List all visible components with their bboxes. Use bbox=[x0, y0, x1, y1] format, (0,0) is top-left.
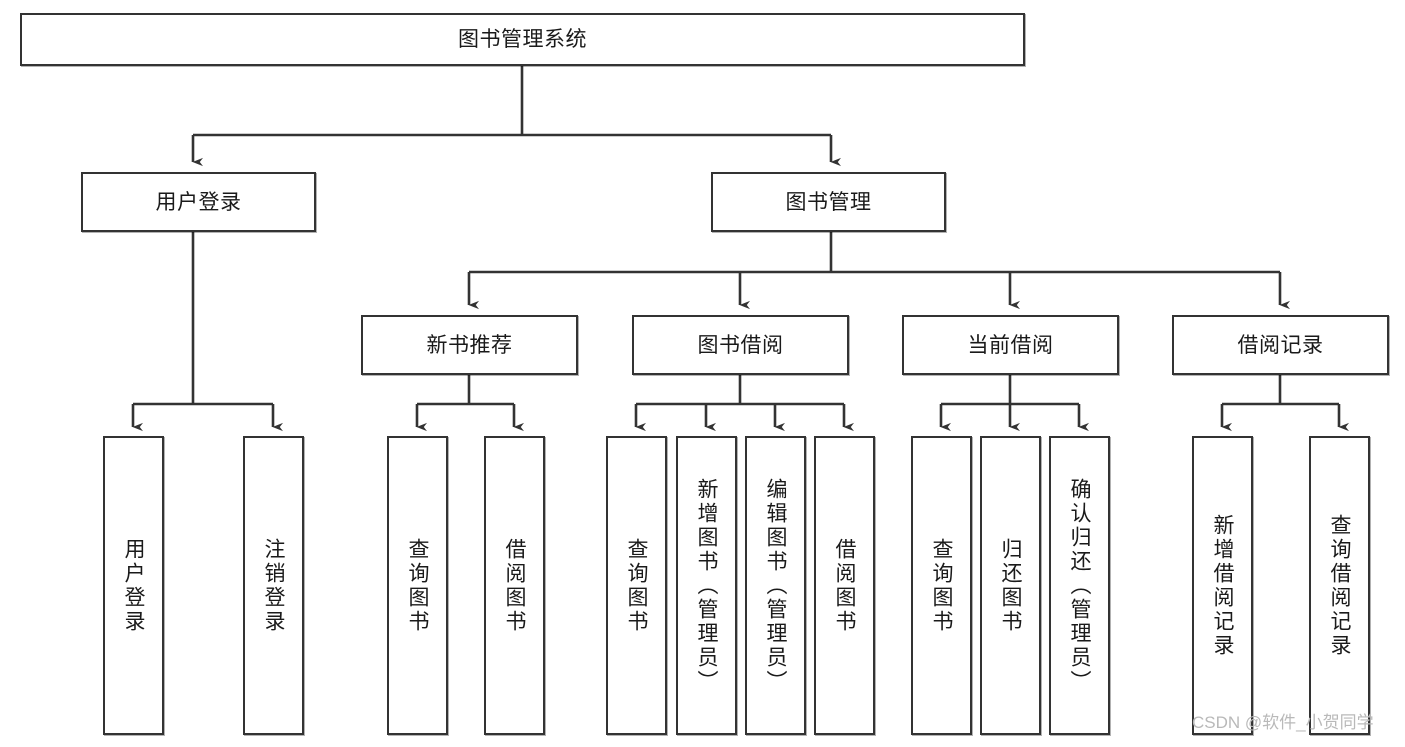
node-leaf-add-borrow-record[interactable]: 新增借阅记录 bbox=[1192, 436, 1253, 735]
node-new-book-recommend[interactable]: 新书推荐 bbox=[361, 315, 578, 375]
node-label: 图书管理系统 bbox=[458, 28, 587, 51]
node-leaf-query-book-recommend[interactable]: 查询图书 bbox=[387, 436, 448, 735]
node-label: 新书推荐 bbox=[426, 333, 513, 357]
node-label: 借阅图书 bbox=[503, 537, 526, 634]
node-label: 新增借阅记录 bbox=[1211, 513, 1234, 658]
node-leaf-confirm-return-admin[interactable]: 确认归还（管理员） bbox=[1049, 436, 1110, 735]
node-label: 图书借阅 bbox=[697, 333, 784, 357]
node-leaf-edit-book-admin[interactable]: 编辑图书（管理员） bbox=[745, 436, 806, 735]
node-label: 用户登录 bbox=[155, 190, 242, 214]
node-leaf-logout[interactable]: 注销登录 bbox=[243, 436, 304, 735]
node-label: 借阅图书 bbox=[833, 537, 856, 634]
node-leaf-query-borrow-record[interactable]: 查询借阅记录 bbox=[1309, 436, 1370, 735]
node-label: 当前借阅 bbox=[967, 333, 1054, 357]
node-user-login[interactable]: 用户登录 bbox=[81, 172, 316, 232]
node-label: 查询图书 bbox=[930, 537, 953, 634]
node-label: 查询图书 bbox=[406, 537, 429, 634]
node-label: 图书管理 bbox=[785, 190, 872, 214]
node-leaf-user-login[interactable]: 用户登录 bbox=[103, 436, 164, 735]
node-label: 编辑图书（管理员） bbox=[764, 477, 787, 694]
node-label: 查询图书 bbox=[625, 537, 648, 634]
node-label: 用户登录 bbox=[122, 537, 145, 634]
node-leaf-query-book-borrow[interactable]: 查询图书 bbox=[606, 436, 667, 735]
node-label: 查询借阅记录 bbox=[1328, 513, 1351, 658]
node-label: 归还图书 bbox=[999, 537, 1022, 634]
node-leaf-return-book[interactable]: 归还图书 bbox=[980, 436, 1041, 735]
node-label: 借阅记录 bbox=[1237, 333, 1324, 357]
node-label: 注销登录 bbox=[262, 537, 285, 634]
node-borrow-record[interactable]: 借阅记录 bbox=[1172, 315, 1389, 375]
node-label: 新增图书（管理员） bbox=[695, 477, 718, 694]
watermark-text: CSDN @软件_小贺同学 bbox=[1192, 713, 1374, 732]
node-book-management[interactable]: 图书管理 bbox=[711, 172, 946, 232]
node-leaf-borrow-book-recommend[interactable]: 借阅图书 bbox=[484, 436, 545, 735]
node-leaf-add-book-admin[interactable]: 新增图书（管理员） bbox=[676, 436, 737, 735]
node-current-borrow[interactable]: 当前借阅 bbox=[902, 315, 1119, 375]
node-label: 确认归还（管理员） bbox=[1068, 477, 1091, 694]
node-book-borrow[interactable]: 图书借阅 bbox=[632, 315, 849, 375]
node-leaf-query-book-current[interactable]: 查询图书 bbox=[911, 436, 972, 735]
node-root-book-management-system[interactable]: 图书管理系统 bbox=[20, 13, 1025, 66]
node-leaf-borrow-book[interactable]: 借阅图书 bbox=[814, 436, 875, 735]
